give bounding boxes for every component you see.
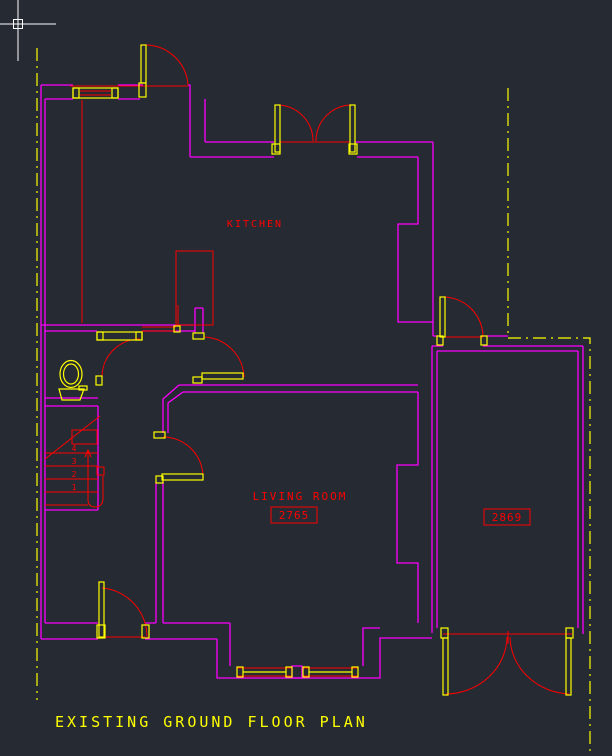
crosshair-cursor[interactable] — [0, 0, 56, 61]
french-door-right-leaf — [349, 104, 356, 153]
stair-number: 4 — [72, 444, 77, 453]
dimension-box-right — [483, 508, 531, 526]
wall-stairs — [45, 406, 99, 511]
annotations: KITCHEN LIVING ROOM 2765 2869 — [227, 219, 531, 526]
toilet-icon — [58, 359, 88, 401]
living-door-leaf — [161, 473, 204, 481]
dimension-living: 2765 — [279, 509, 310, 522]
window-pane-top — [80, 90, 111, 96]
toilet-handle — [78, 385, 88, 391]
wall-bay-outer — [216, 637, 432, 679]
boundary-lines — [36, 48, 591, 756]
kitchen-door-arc[interactable] — [204, 336, 245, 378]
walls — [40, 84, 584, 679]
front-door-leaf — [98, 581, 105, 638]
stair-direction-tail — [87, 476, 104, 508]
kitchen-door-leaf — [201, 372, 244, 380]
garage-door-right-leaf — [565, 637, 572, 696]
bay-window-right-panes — [303, 667, 358, 677]
wall-bay-inner — [229, 623, 380, 666]
front-door-arc[interactable] — [98, 587, 148, 638]
stair-treads — [45, 452, 98, 506]
garage-door-left-leaf — [442, 637, 449, 696]
stair-number: 1 — [72, 483, 77, 492]
hatch-lines — [142, 326, 176, 332]
drawing-title: EXISTING GROUND FLOOR PLAN — [55, 713, 368, 731]
right-boundary-line — [507, 88, 591, 756]
bay-window-left-panes — [237, 667, 292, 677]
living-room-label: LIVING ROOM — [253, 490, 348, 503]
french-door-left-leaf — [274, 104, 281, 153]
wall-living-east — [396, 392, 419, 623]
wall-kitchen-south — [41, 324, 195, 332]
garage-doors-arc[interactable] — [443, 631, 572, 695]
stair-number: 3 — [72, 457, 77, 466]
bay-windows — [236, 666, 359, 678]
wall-kitchen-northeast — [355, 141, 433, 158]
newel-post — [96, 466, 105, 476]
door-top-arc[interactable] — [144, 44, 189, 86]
wall-living-north — [179, 384, 418, 393]
wall-stub — [194, 307, 204, 333]
stairs — [44, 415, 105, 508]
stair-numbers: 4 3 2 1 — [72, 444, 77, 492]
joinery — [72, 44, 574, 696]
red-details — [70, 85, 214, 332]
bay-mullion — [291, 665, 303, 679]
stair-winder — [71, 429, 98, 445]
wall-hall-east — [155, 482, 164, 623]
wall-garage-sides-outer — [431, 346, 584, 634]
french-doors-arc[interactable] — [276, 104, 353, 143]
wall-wc — [45, 397, 98, 407]
stair-number: 2 — [72, 470, 77, 479]
pickbox-icon — [13, 19, 23, 29]
wall-step-top — [188, 84, 206, 157]
dimension-box-living — [270, 506, 318, 524]
wall-living-chamfer — [162, 384, 184, 433]
wall-kitchen-north — [190, 141, 274, 158]
kitchen-label: KITCHEN — [227, 219, 283, 230]
doors — [98, 44, 572, 695]
wall-kitchen-east-inner — [397, 157, 433, 323]
wc-door-arc[interactable] — [101, 338, 141, 378]
dimension-right: 2869 — [492, 511, 523, 524]
toilet-cistern — [58, 388, 85, 401]
arrow-up-icon — [84, 448, 92, 458]
door-top-leaf — [140, 44, 147, 84]
side-door-leaf — [439, 296, 446, 338]
side-door-arc[interactable] — [442, 296, 484, 338]
wall-garage-inner — [436, 350, 579, 628]
living-door-arc[interactable] — [162, 436, 204, 478]
kitchen-unit — [175, 250, 214, 326]
window-top-icon — [72, 87, 119, 99]
